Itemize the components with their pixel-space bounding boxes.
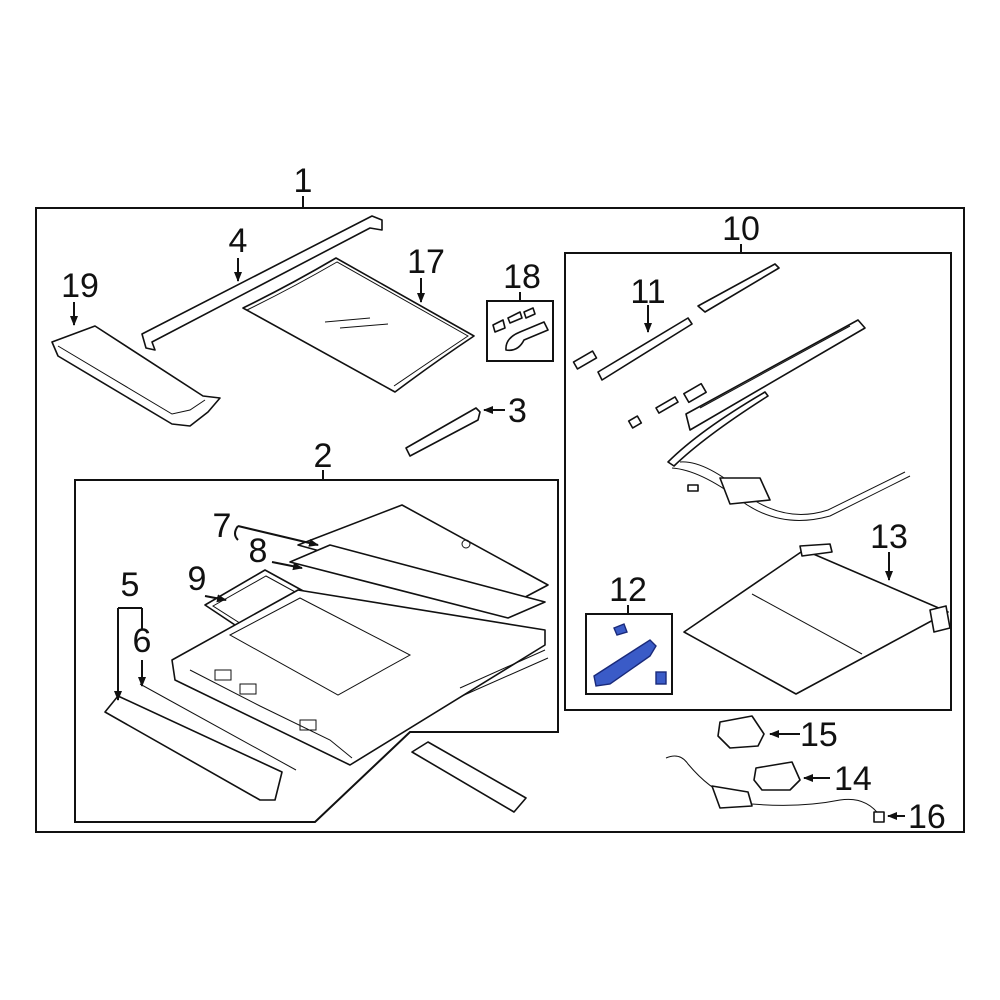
callout-15: 15 bbox=[800, 716, 838, 754]
callout-6: 6 bbox=[133, 622, 152, 660]
drive-cable-part bbox=[667, 391, 911, 521]
motor-bracket-highlight bbox=[585, 605, 673, 695]
bracket-kit-part bbox=[486, 292, 554, 362]
guide-rail-part bbox=[572, 263, 866, 431]
assembly-2-frame bbox=[74, 470, 559, 823]
callout-7: 7 bbox=[213, 507, 232, 545]
switch-part bbox=[717, 715, 800, 749]
assembly-1-frame bbox=[35, 196, 965, 833]
callout-leaders-10 bbox=[644, 305, 893, 581]
roof-frame-part bbox=[171, 589, 546, 766]
rear-rail-part bbox=[411, 741, 527, 813]
trim-strip-part bbox=[405, 406, 505, 457]
sunshade-part bbox=[683, 543, 951, 695]
callout-8: 8 bbox=[249, 532, 268, 570]
callout-16: 16 bbox=[908, 798, 946, 836]
callout-18: 18 bbox=[503, 258, 541, 296]
weatherstrip-part bbox=[141, 215, 383, 351]
callout-leaders-2 bbox=[114, 525, 319, 701]
callout-2: 2 bbox=[314, 437, 333, 475]
assembly-10-frame bbox=[564, 244, 952, 711]
callout-10: 10 bbox=[722, 210, 760, 248]
callout-13: 13 bbox=[870, 518, 908, 556]
wiring-harness-part bbox=[665, 755, 905, 823]
callout-19: 19 bbox=[61, 267, 99, 305]
callout-17: 17 bbox=[407, 243, 445, 281]
callout-11: 11 bbox=[630, 273, 665, 311]
glass-panel-part bbox=[242, 257, 475, 393]
side-trim-part bbox=[459, 649, 549, 697]
callout-14: 14 bbox=[834, 760, 872, 798]
wind-deflector-part bbox=[51, 302, 221, 427]
callout-3: 3 bbox=[508, 392, 527, 430]
drive-motor-part bbox=[753, 761, 830, 791]
callout-5: 5 bbox=[121, 566, 140, 604]
callout-1: 1 bbox=[294, 162, 313, 200]
callout-4: 4 bbox=[229, 222, 248, 260]
callout-12: 12 bbox=[609, 571, 647, 609]
callout-9: 9 bbox=[188, 560, 207, 598]
